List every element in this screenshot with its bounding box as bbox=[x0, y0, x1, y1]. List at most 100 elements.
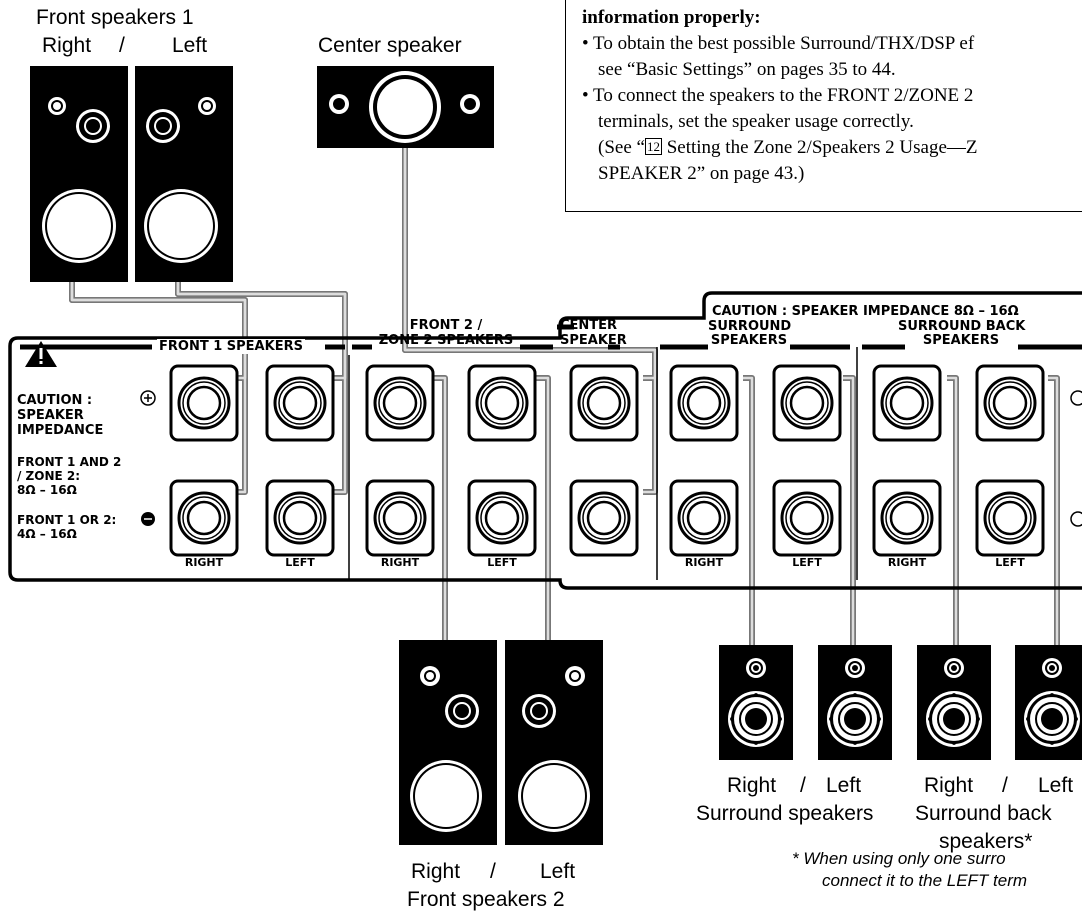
caution-line2: SPEAKER bbox=[17, 408, 84, 423]
front1or2-line1: FRONT 1 OR 2: bbox=[17, 513, 117, 527]
front-speakers-2-title: Front speakers 2 bbox=[407, 888, 565, 911]
terminal-front1-left-negative bbox=[265, 479, 335, 557]
surround-back-speakers-label: SURROUND BACK SPEAKERS bbox=[898, 319, 1026, 348]
front-speakers-1-left: Left bbox=[172, 34, 208, 57]
note-ref-number: 12 bbox=[644, 138, 662, 155]
surround-left-speaker bbox=[818, 645, 892, 760]
surround-right-label: RIGHT bbox=[684, 556, 724, 569]
center-speaker-terminal-label: CENTER SPEAKER bbox=[560, 318, 627, 348]
front-speakers-1-title: Front speakers 1 bbox=[36, 6, 194, 29]
front-speaker-1-left bbox=[135, 66, 233, 282]
warning-icon bbox=[25, 341, 57, 367]
surround-left: Left bbox=[826, 774, 862, 797]
front-speakers-1-slash: / bbox=[119, 34, 125, 57]
note-bullet2-line2: terminals, set the speaker usage correct… bbox=[598, 111, 914, 132]
front-speakers-2-right: Right bbox=[411, 860, 461, 883]
surround-speakers-group bbox=[719, 645, 1082, 760]
surround-line1: SURROUND bbox=[708, 319, 792, 334]
caution-line1: CAUTION : bbox=[17, 393, 93, 408]
surround-back-right: Right bbox=[924, 774, 974, 797]
caution-label: CAUTION : SPEAKER IMPEDANCE bbox=[17, 393, 103, 438]
surround-line2: SPEAKERS bbox=[710, 333, 788, 348]
surround-right-speaker bbox=[719, 645, 793, 760]
footnote-line1: * When using only one surro bbox=[792, 849, 1006, 868]
caution-impedance-right: CAUTION : SPEAKER IMPEDANCE 8Ω – 16Ω bbox=[712, 304, 1019, 319]
surround-left-label: LEFT bbox=[792, 556, 822, 569]
terminal-surround-left-negative bbox=[772, 479, 842, 557]
surround-right: Right bbox=[727, 774, 777, 797]
speaker-wires bbox=[69, 148, 1060, 645]
terminal-front1-right-positive bbox=[169, 364, 239, 442]
note-bullet1-line2: see “Basic Settings” on pages 35 to 44. bbox=[598, 59, 896, 80]
front1or2-impedance-label: FRONT 1 OR 2: 4Ω – 16Ω bbox=[17, 513, 116, 541]
terminal-front2-right-positive bbox=[365, 364, 435, 442]
surround-back-left-speaker bbox=[1015, 645, 1082, 760]
terminal-sback-right-negative bbox=[872, 479, 942, 557]
surround-back-title-line2: speakers* bbox=[939, 830, 1033, 853]
terminal-front2-left-negative bbox=[467, 479, 537, 557]
surround-slash: / bbox=[800, 774, 806, 797]
note-ref-post: Setting the Zone 2/Speakers 2 Usage—Z bbox=[661, 137, 978, 158]
front2-line1: FRONT 2 / bbox=[409, 318, 483, 333]
surround-back-slash: / bbox=[1002, 774, 1008, 797]
note-bullet2-line4: SPEAKER 2” on page 43.) bbox=[598, 163, 805, 184]
front12-line2: / ZONE 2: bbox=[17, 469, 81, 483]
center-speaker bbox=[317, 66, 494, 148]
front1-speakers-label: FRONT 1 SPEAKERS bbox=[157, 339, 305, 354]
note-ref-pre: (See “ bbox=[598, 137, 645, 158]
front-speaker-2-right bbox=[399, 640, 497, 845]
polarity-markers-right bbox=[1070, 390, 1082, 527]
center-speaker-title: Center speaker bbox=[318, 34, 462, 57]
note-box: information properly: • To obtain the be… bbox=[565, 0, 1082, 212]
terminal-sback-left-negative bbox=[975, 479, 1045, 557]
footnote-line2: connect it to the LEFT term bbox=[822, 871, 1028, 890]
front1-left-label: LEFT bbox=[285, 556, 315, 569]
footnote: * When using only one surro connect it t… bbox=[792, 848, 1027, 892]
terminal-front2-left-positive bbox=[467, 364, 537, 442]
surround-speakers-label: SURROUND SPEAKERS bbox=[708, 319, 792, 348]
front-speakers-2-slash: / bbox=[490, 860, 496, 883]
note-heading: information properly: bbox=[582, 7, 761, 28]
terminal-sback-right-positive bbox=[872, 364, 942, 442]
front1or2-line2: 4Ω – 16Ω bbox=[17, 527, 77, 541]
front-speakers-2-left: Left bbox=[540, 860, 576, 883]
front12-line3: 8Ω – 16Ω bbox=[17, 483, 77, 497]
center-line1: CENTER bbox=[560, 318, 618, 333]
front-speakers-1-right: Right bbox=[42, 34, 92, 57]
note-bullet2-line1: • To connect the speakers to the FRONT 2… bbox=[582, 85, 974, 106]
sback-left-label: LEFT bbox=[995, 556, 1025, 569]
note-bullet1-line1: • To obtain the best possible Surround/T… bbox=[582, 33, 975, 54]
terminals bbox=[169, 364, 1045, 557]
terminal-panel bbox=[8, 291, 1082, 590]
terminal-surround-right-negative bbox=[669, 479, 739, 557]
front-speaker-1-right bbox=[30, 66, 128, 282]
sback-right-label: RIGHT bbox=[887, 556, 927, 569]
surround-speakers-title: Surround speakers bbox=[696, 802, 874, 825]
front2-line2: ZONE 2 SPEAKERS bbox=[378, 333, 514, 348]
surround-back-left: Left bbox=[1038, 774, 1074, 797]
note-bullet2-line3: (See “12 Setting the Zone 2/Speakers 2 U… bbox=[582, 135, 1082, 161]
center-line2: SPEAKER bbox=[560, 333, 627, 348]
front2-right-label: RIGHT bbox=[380, 556, 420, 569]
front12-line1: FRONT 1 AND 2 bbox=[17, 455, 122, 469]
terminal-surround-left-positive bbox=[772, 364, 842, 442]
front2-left-label: LEFT bbox=[487, 556, 517, 569]
terminal-center-negative bbox=[569, 479, 639, 557]
panel-header-rules bbox=[20, 324, 1082, 350]
sback-line2: SPEAKERS bbox=[922, 333, 1000, 348]
surround-back-right-speaker bbox=[917, 645, 991, 760]
terminal-front1-left-positive bbox=[265, 364, 335, 442]
sback-line1: SURROUND BACK bbox=[898, 319, 1026, 334]
front12-impedance-label: FRONT 1 AND 2 / ZONE 2: 8Ω – 16Ω bbox=[17, 455, 121, 497]
terminal-front2-right-negative bbox=[365, 479, 435, 557]
surround-back-title-line1: Surround back bbox=[915, 802, 1052, 825]
terminal-front1-right-negative bbox=[169, 479, 239, 557]
terminal-sback-left-positive bbox=[975, 364, 1045, 442]
terminal-center-positive bbox=[569, 364, 639, 442]
caution-line3: IMPEDANCE bbox=[17, 423, 104, 438]
front1-right-label: RIGHT bbox=[184, 556, 224, 569]
front2-zone2-label: FRONT 2 / ZONE 2 SPEAKERS bbox=[372, 318, 520, 348]
front-speaker-2-left bbox=[505, 640, 603, 845]
